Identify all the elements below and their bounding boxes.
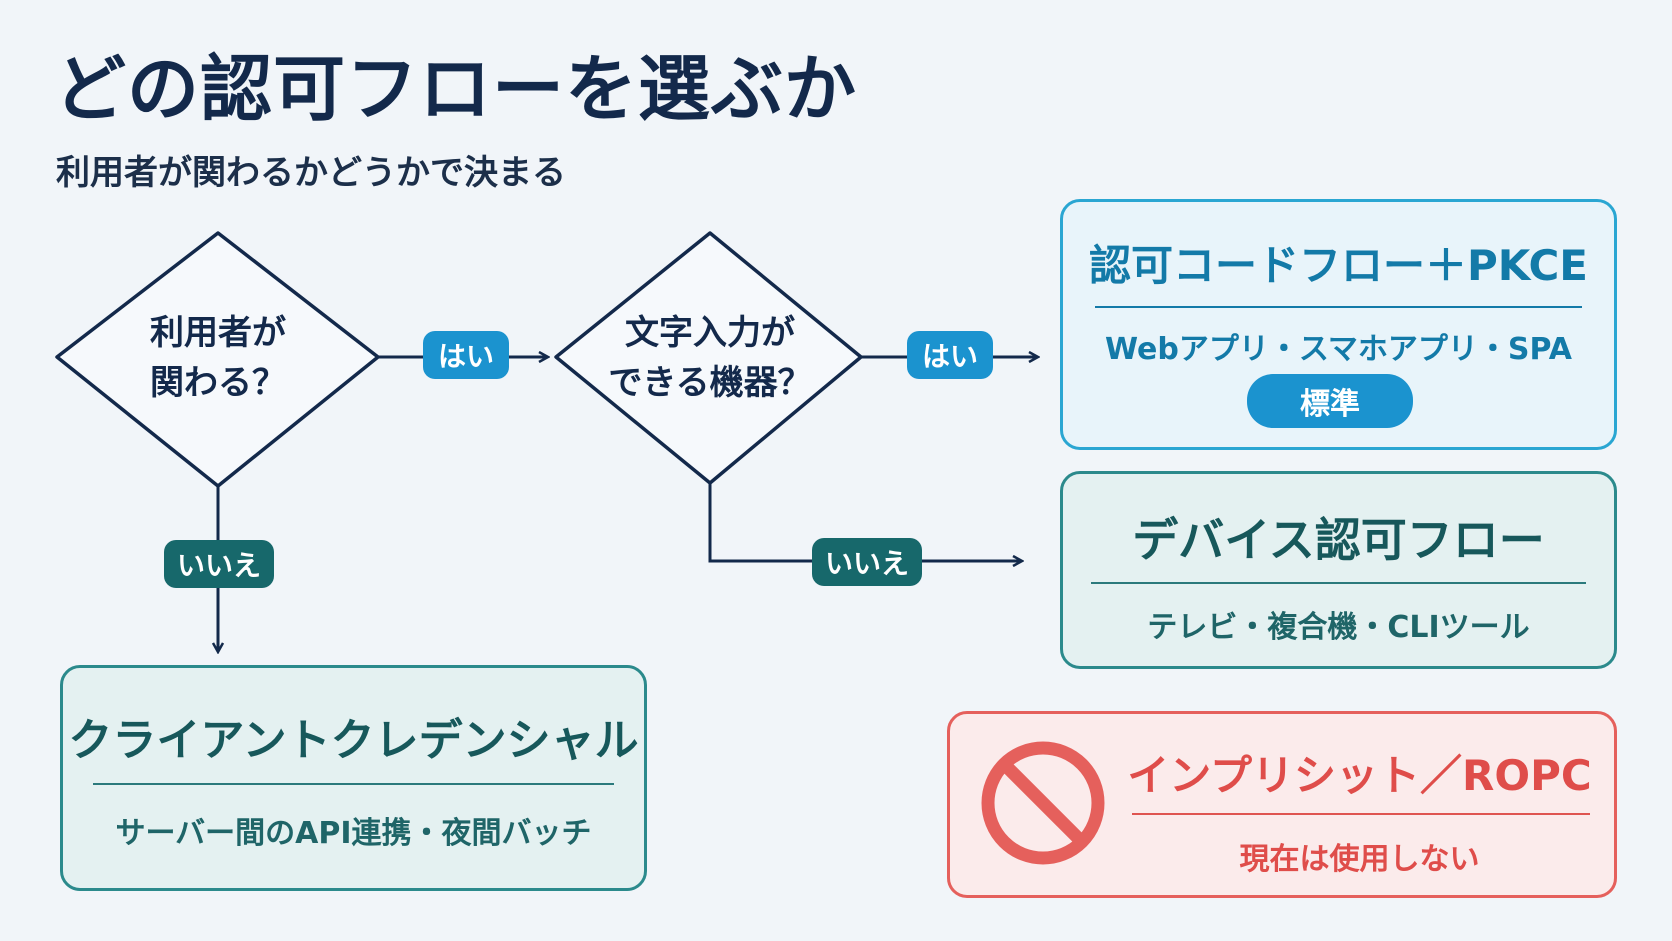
auth-code-flow-description: Webアプリ・スマホアプリ・SPA [1104, 332, 1572, 367]
decision1-question: 利用者が 関わる？ [98, 308, 338, 408]
prohibited-icon [981, 741, 1105, 865]
decision1-line1: 利用者が [150, 313, 286, 353]
auth-code-divider [1095, 306, 1582, 308]
deprecated-flows-description: 現在は使用しない [1239, 842, 1480, 877]
device-flow-title: デバイス認可フロー [1132, 513, 1545, 567]
standard-badge: 標準 [1247, 374, 1413, 428]
auth-code-flow-card: 認可コードフロー＋PKCE Webアプリ・スマホアプリ・SPA 標準 [1060, 199, 1617, 450]
client-credentials-title: クライアントクレデンシャル [68, 715, 639, 766]
decision2-line2: できる機器？ [608, 363, 812, 403]
client-credentials-description: サーバー間のAPI連携・夜間バッチ [115, 816, 592, 851]
yes-label-1: はい [423, 331, 509, 379]
device-flow-card: デバイス認可フロー テレビ・複合機・CLIツール [1060, 471, 1617, 669]
decision1-line2: 関わる？ [150, 363, 286, 403]
decision2-line1: 文字入力が [625, 313, 795, 353]
deprecated-flows-title: インプリシット／ROPC [1127, 751, 1592, 800]
yes-label-2: はい [907, 331, 993, 379]
decision2-question: 文字入力が できる機器？ [590, 308, 830, 408]
client-credentials-card: クライアントクレデンシャル サーバー間のAPI連携・夜間バッチ [60, 665, 647, 891]
deprecated-flows-card: インプリシット／ROPC 現在は使用しない [947, 711, 1617, 898]
auth-code-flow-title: 認可コードフロー＋PKCE [1089, 241, 1588, 290]
page-title: どの認可フローを選ぶか [54, 47, 858, 131]
device-flow-description: テレビ・複合機・CLIツール [1147, 610, 1530, 645]
no-label-1: いいえ [164, 540, 274, 588]
page-subtitle: 利用者が関わるかどうかで決まる [56, 153, 566, 193]
client-credentials-divider [93, 783, 614, 785]
deprecated-divider [1132, 813, 1590, 815]
no-label-2: いいえ [812, 538, 922, 586]
device-flow-divider [1091, 582, 1586, 584]
